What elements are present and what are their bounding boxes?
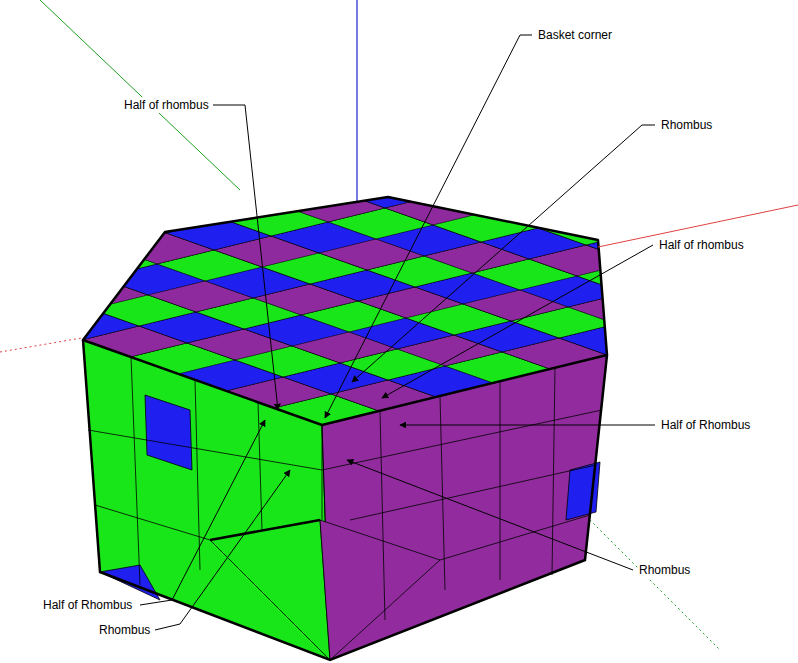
basket-outline bbox=[83, 340, 607, 660]
z-axis bbox=[356, 0, 357, 205]
callout-label: Half of rhombus bbox=[123, 97, 210, 113]
notch-floor bbox=[320, 520, 440, 660]
callout-label: Half of rhombus bbox=[658, 237, 745, 253]
y-axis bbox=[40, 0, 240, 190]
callout-label: Basket corner bbox=[537, 27, 613, 43]
callout-label: Half of Rhombus bbox=[660, 417, 751, 433]
callout-label: Half of Rhombus bbox=[42, 597, 133, 613]
leader-lines bbox=[140, 35, 655, 630]
notch-edge bbox=[210, 520, 320, 540]
callout-label: Rhombus bbox=[98, 622, 151, 638]
callout-label: Rhombus bbox=[638, 562, 691, 578]
basket-top bbox=[83, 197, 607, 425]
notch-floor bbox=[210, 520, 330, 660]
callout-label: Rhombus bbox=[660, 117, 713, 133]
wall-tile bbox=[145, 395, 192, 470]
